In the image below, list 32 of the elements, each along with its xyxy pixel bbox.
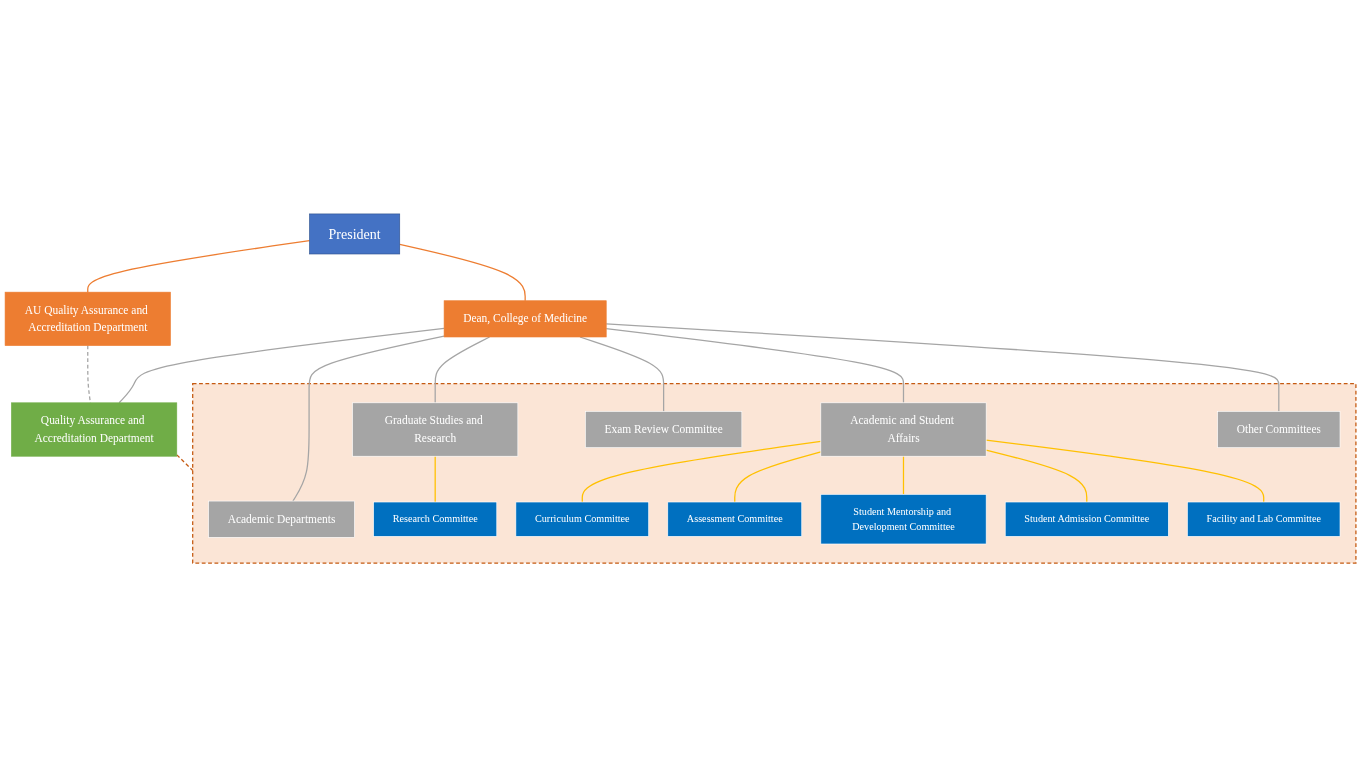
node-box: President <box>309 213 401 255</box>
node-box: Exam Review Committee <box>585 411 743 448</box>
node-box: Academic Departments <box>208 500 355 538</box>
node-box: Facility and Lab Committee <box>1187 501 1341 537</box>
node-box: Graduate Studies and Research <box>352 402 519 457</box>
connector <box>292 335 445 502</box>
node-box: AU Quality Assurance and Accreditation Department <box>4 291 171 346</box>
connector <box>399 243 526 302</box>
cluster <box>192 383 1357 564</box>
node-box: Other Committees <box>1217 411 1341 448</box>
connector <box>985 439 1265 503</box>
connector <box>87 239 311 293</box>
connector <box>87 344 92 404</box>
connector <box>902 455 905 495</box>
connector <box>176 454 194 472</box>
node-box: Student Admission Committee <box>1004 501 1169 537</box>
node-box: Research Committee <box>373 501 498 537</box>
connector <box>579 336 665 413</box>
connector <box>434 336 491 404</box>
node-box: Assessment Committee <box>667 501 803 537</box>
node-box: Quality Assurance and Accreditation Department <box>11 402 178 457</box>
connector <box>605 328 905 404</box>
node-box: Dean, College of Medicine <box>443 300 607 338</box>
connector <box>605 323 1280 413</box>
node-box: Academic and Student Affairs <box>820 402 987 457</box>
connector <box>985 449 1088 503</box>
node-box: Curriculum Committee <box>515 501 649 537</box>
connector <box>118 327 445 404</box>
node-box: Student Mentorship and Development Committee <box>820 494 987 545</box>
connector <box>434 455 436 503</box>
connector <box>734 451 822 503</box>
connector <box>581 440 822 503</box>
